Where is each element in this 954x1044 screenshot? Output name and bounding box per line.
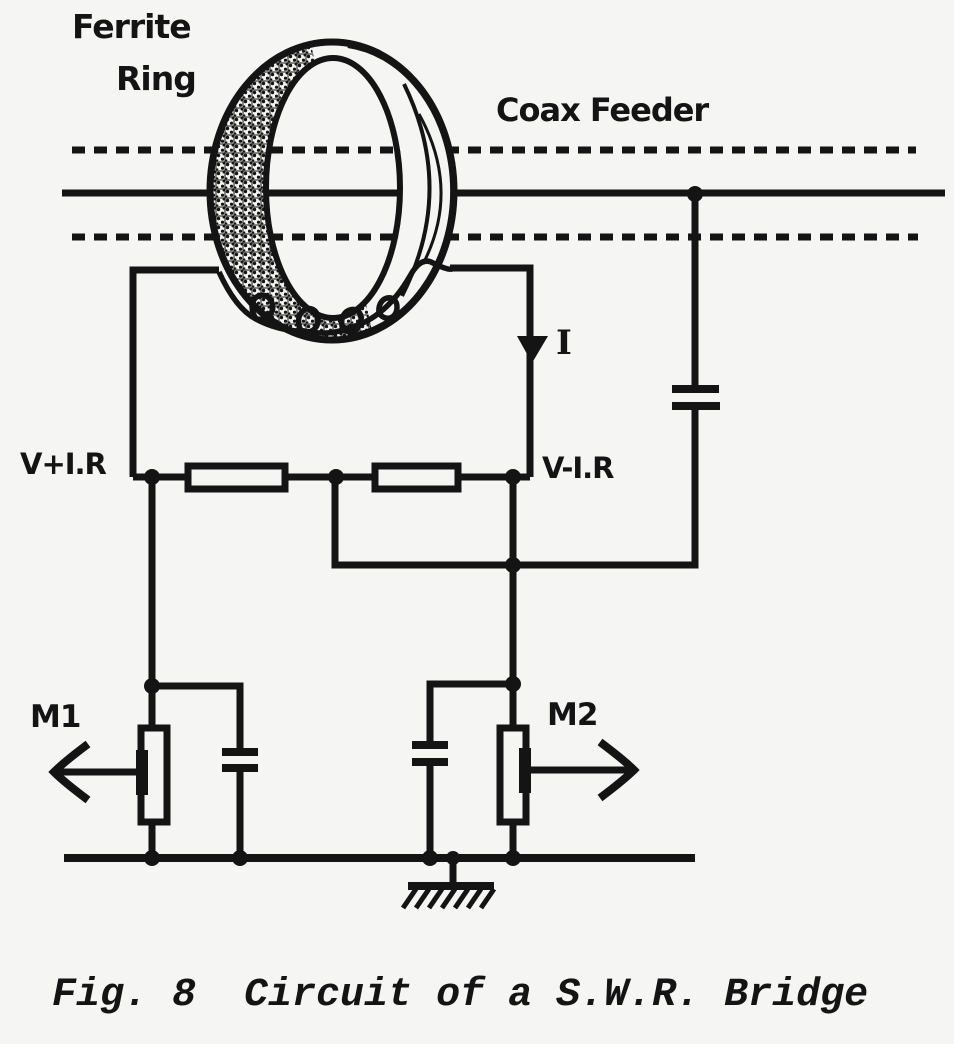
loop-right-side	[450, 264, 534, 477]
ferrite-ring-label-line1: Ferrite	[72, 7, 192, 46]
current-label: I	[556, 323, 572, 363]
current-arrow-icon	[517, 336, 548, 363]
figure-caption: Fig. 8 Circuit of a S.W.R. Bridge	[52, 973, 869, 1018]
toroid-stipple-band	[210, 42, 381, 340]
m1-tap-blob	[136, 750, 148, 795]
bridge-resistor-left	[184, 462, 289, 493]
toroid-inner-hole-outline	[263, 55, 403, 321]
junction-dots	[144, 186, 703, 866]
meter-m1-arrow-icon	[48, 740, 148, 804]
bridge-loop	[129, 264, 699, 569]
m1-arrow-head	[48, 740, 91, 804]
meter-m2-label: M2	[547, 697, 598, 733]
m2-arrow-head	[597, 738, 640, 802]
ferrite-toroid	[206, 38, 458, 344]
toroid-shading-stroke	[417, 113, 443, 265]
ground-symbol-icon	[400, 858, 497, 910]
bridge-resistor-right	[371, 462, 462, 493]
coax-feeder-lines	[62, 146, 945, 241]
loop-left-side	[129, 266, 219, 477]
right-cap-branch-wire	[426, 680, 513, 741]
left-cap-branch-wire	[152, 682, 244, 748]
detector-section	[64, 477, 695, 862]
m2-tap-blob	[519, 748, 531, 793]
coax-feeder-label: Coax Feeder	[496, 91, 709, 129]
meter-m2-arrow-icon	[519, 738, 640, 802]
node-voltage-plus-label: V+I.R	[20, 447, 107, 481]
meter-m1-label: M1	[30, 699, 81, 735]
sampling-capacitor	[672, 193, 720, 410]
winding-turns	[216, 258, 453, 336]
node-voltage-minus-label: V-I.R	[542, 451, 615, 485]
ferrite-ring-label-line2: Ring	[116, 59, 197, 98]
